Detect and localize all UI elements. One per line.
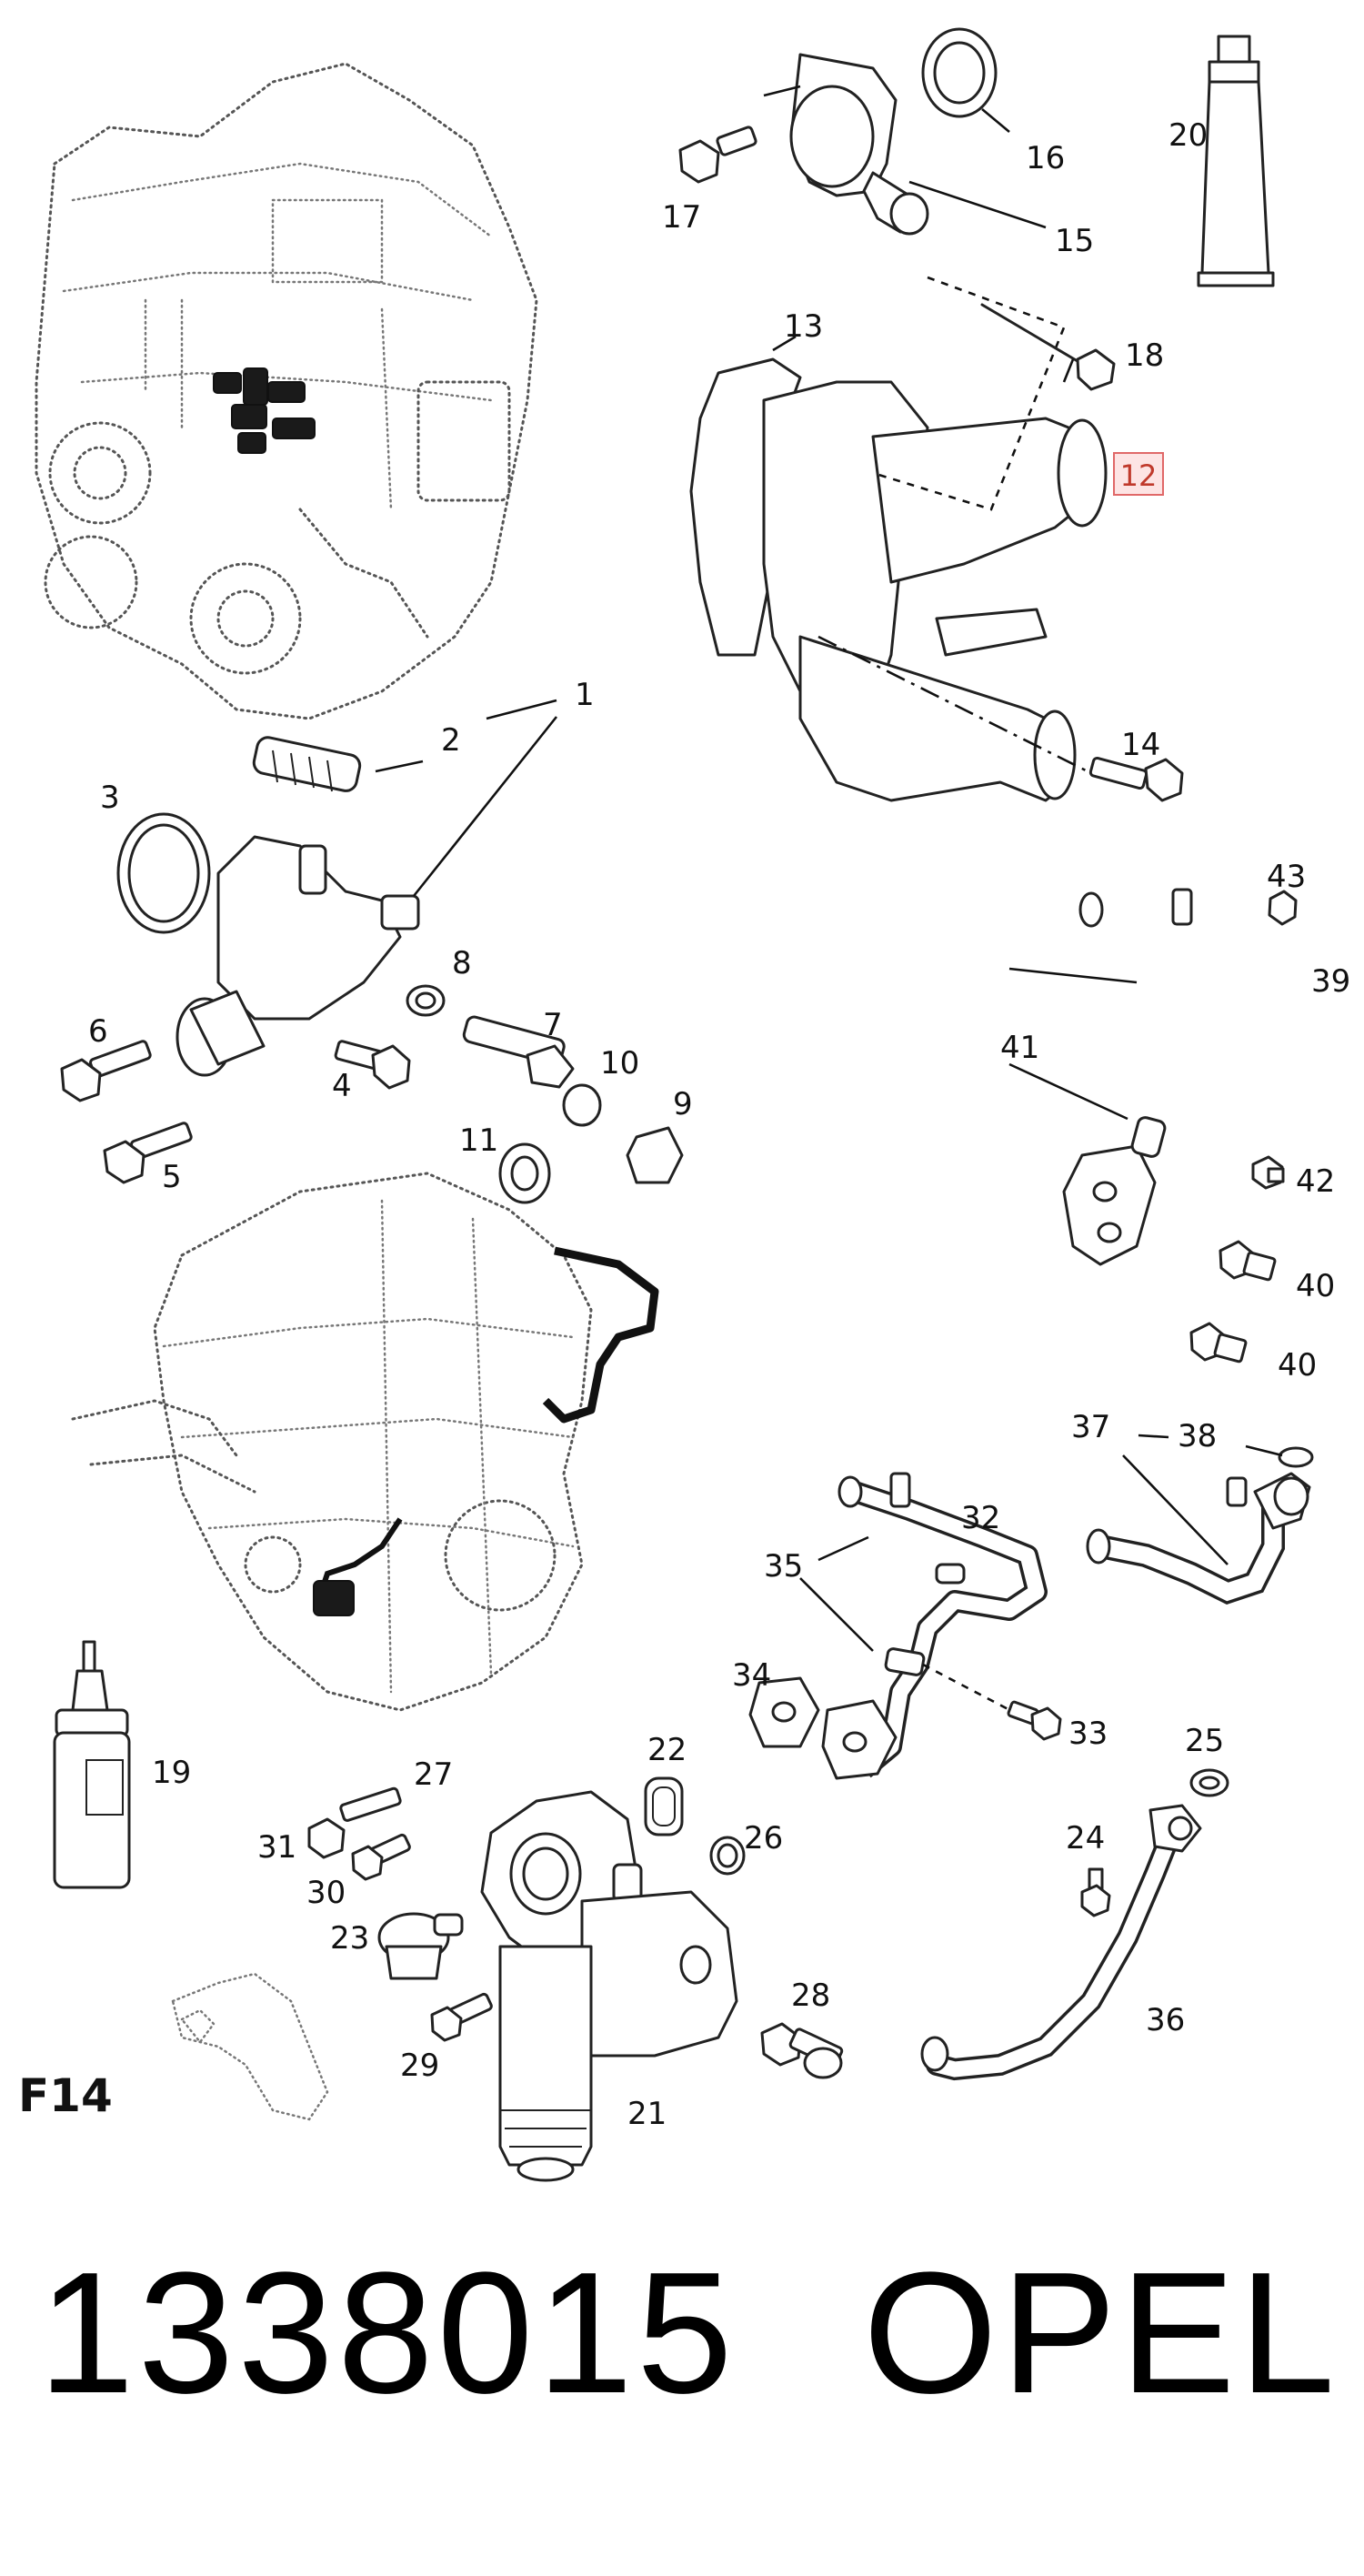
bolt-29 xyxy=(430,1992,493,2042)
part-number: 1338015 xyxy=(38,2237,737,2430)
cap-9 xyxy=(626,1126,684,1184)
label-1: 1 xyxy=(575,677,595,713)
engine-illustration-top xyxy=(35,62,538,720)
bolt-42 xyxy=(1251,1155,1285,1190)
label-28: 28 xyxy=(791,1977,830,2014)
label-33: 33 xyxy=(1068,1716,1108,1752)
label-32: 32 xyxy=(961,1500,1000,1536)
sealant-bottle-19 xyxy=(53,1640,131,1889)
label-3: 3 xyxy=(100,780,120,816)
nut-43 xyxy=(1268,890,1298,926)
label-41: 41 xyxy=(1000,1030,1039,1066)
label-22: 22 xyxy=(647,1732,687,1768)
label-21: 21 xyxy=(627,2096,667,2132)
label-19: 19 xyxy=(152,1755,191,1791)
label-13: 13 xyxy=(784,308,823,345)
label-34: 34 xyxy=(732,1657,771,1694)
seal-26 xyxy=(709,1836,746,1876)
nut-31 xyxy=(307,1817,346,1859)
pipe-37-group xyxy=(1086,1446,1314,1605)
exploded-parts-diagram: 12 xyxy=(35,27,1350,2182)
label-26: 26 xyxy=(744,1820,783,1857)
label-11: 11 xyxy=(459,1122,498,1159)
label-38: 38 xyxy=(1178,1418,1217,1454)
cap-10 xyxy=(562,1083,602,1127)
thermostat-cover-group xyxy=(678,27,998,236)
highlight-12: 12 xyxy=(1113,452,1164,496)
label-5: 5 xyxy=(162,1159,182,1195)
label-15: 15 xyxy=(1055,223,1094,259)
label-16: 16 xyxy=(1026,140,1065,176)
label-40a: 40 xyxy=(1296,1268,1335,1304)
label-7: 7 xyxy=(543,1007,563,1043)
label-10: 10 xyxy=(600,1045,639,1082)
label-35: 35 xyxy=(764,1548,803,1585)
label-17: 17 xyxy=(662,199,701,236)
seal-8 xyxy=(406,984,446,1017)
part-labels: 1 2 3 4 5 6 7 8 9 10 11 13 14 15 16 17 1… xyxy=(88,117,1350,2132)
label-14: 14 xyxy=(1121,727,1160,763)
label-36: 36 xyxy=(1146,2002,1185,2038)
label-43: 43 xyxy=(1267,859,1306,895)
bolt-4 xyxy=(334,1040,411,1090)
sensor-23 xyxy=(377,1912,464,1980)
label-2: 2 xyxy=(441,722,461,759)
label-12: 12 xyxy=(1120,458,1158,493)
pipe-32-group xyxy=(748,1472,1048,1780)
cap-11 xyxy=(498,1142,551,1204)
gasket-22 xyxy=(644,1776,684,1836)
callout-lines xyxy=(375,85,1283,1652)
bolt-14 xyxy=(1088,756,1184,802)
label-30: 30 xyxy=(306,1875,346,1911)
bolt-33 xyxy=(1007,1700,1062,1741)
bolt-6 xyxy=(60,1040,152,1102)
label-4: 4 xyxy=(332,1068,352,1104)
oil-filter-housing-group xyxy=(480,1790,738,2182)
pipe-location-marker xyxy=(313,1246,659,1616)
bolt-30 xyxy=(351,1833,411,1881)
bolt-5 xyxy=(103,1122,193,1184)
label-20: 20 xyxy=(1168,117,1208,154)
page-code: F14 xyxy=(18,2069,113,2122)
bolt-40-b xyxy=(1189,1322,1248,1363)
bolt-40-a xyxy=(1219,1240,1277,1282)
label-9: 9 xyxy=(673,1086,693,1122)
label-42: 42 xyxy=(1296,1163,1335,1200)
label-23: 23 xyxy=(330,1920,369,1957)
label-25: 25 xyxy=(1185,1723,1224,1759)
label-6: 6 xyxy=(88,1013,108,1050)
label-37: 37 xyxy=(1071,1409,1110,1445)
label-39: 39 xyxy=(1311,963,1350,1000)
grease-tube-20 xyxy=(1197,35,1275,287)
sensor-7 xyxy=(462,1015,575,1089)
bolt-28 xyxy=(760,2022,844,2079)
thermostat-housing-group xyxy=(116,736,420,1077)
stud-27 xyxy=(339,1786,402,1822)
label-18: 18 xyxy=(1125,337,1164,374)
assembly-line-14-housing xyxy=(817,635,1092,775)
assembly-line-33 xyxy=(922,1663,1019,1716)
bolt-18 xyxy=(980,303,1116,391)
pipe-41-group xyxy=(1062,888,1300,1266)
label-24: 24 xyxy=(1066,1820,1105,1857)
thermostat-location-marker xyxy=(213,367,316,454)
bolt-17 xyxy=(678,126,757,184)
seal-25 xyxy=(1189,1768,1229,1797)
engine-illustration-middle xyxy=(71,1172,659,1712)
label-29: 29 xyxy=(400,2048,439,2084)
label-40b: 40 xyxy=(1278,1347,1317,1384)
pipe-36-group xyxy=(920,1804,1202,2081)
label-8: 8 xyxy=(452,945,472,981)
label-31: 31 xyxy=(257,1829,296,1866)
faded-part xyxy=(171,1972,329,2121)
brand-name: OPEL xyxy=(863,2237,1339,2430)
water-outlet-housing xyxy=(689,357,1108,802)
label-27: 27 xyxy=(414,1756,453,1793)
bolt-24 xyxy=(1080,1867,1111,1917)
